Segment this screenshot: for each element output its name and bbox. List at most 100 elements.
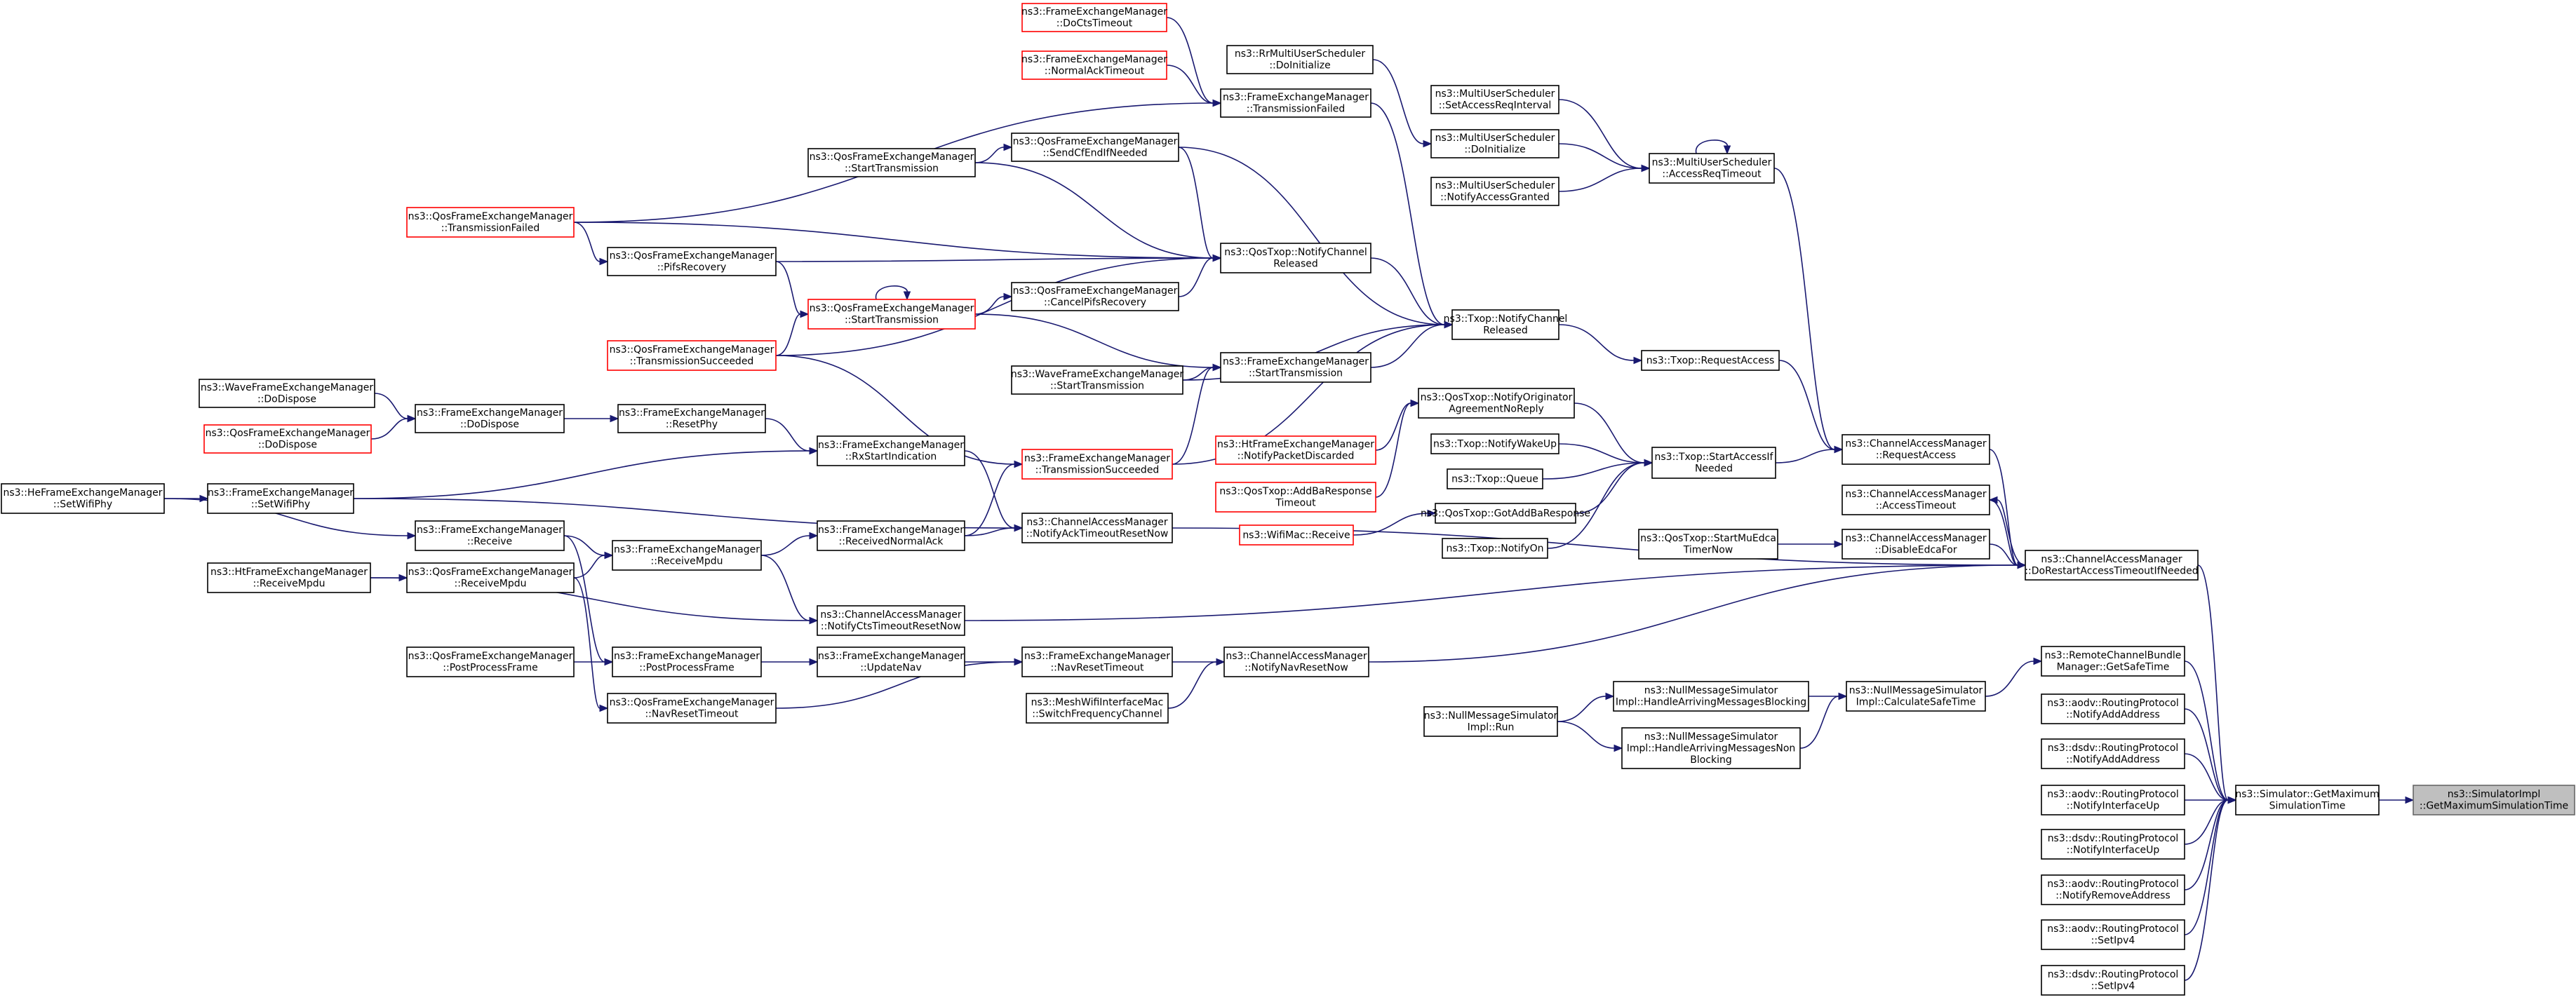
function-node-frec[interactable]: ns3::FrameExchangeManager::Receive: [415, 520, 565, 551]
function-node-twu[interactable]: ns3::Txop::NotifyWakeUp: [1430, 433, 1559, 454]
node-box[interactable]: [2235, 785, 2380, 815]
function-node-scfe[interactable]: ns3::QosFrameExchangeManager::SendCfEndI…: [1011, 133, 1179, 162]
function-node-cnnr[interactable]: ns3::ChannelAccessManager::NotifyNavRese…: [1223, 646, 1369, 677]
node-box[interactable]: [1220, 88, 1371, 118]
function-node-aodvu[interactable]: ns3::aodv::RoutingProtocol::NotifyInterf…: [2041, 785, 2185, 815]
node-box[interactable]: [406, 207, 575, 238]
function-node-hsp[interactable]: ns3::HeFrameExchangeManager::SetWifiPhy: [1, 483, 165, 514]
node-box[interactable]: [1442, 538, 1548, 559]
node-box[interactable]: [1223, 646, 1369, 677]
node-box[interactable]: [1220, 352, 1371, 383]
function-node-pifs[interactable]: ns3::QosFrameExchangeManager::PifsRecove…: [607, 247, 777, 276]
function-node-dc[interactable]: ns3::FrameExchangeManager::DoCtsTimeout: [1021, 3, 1167, 32]
function-node-qppf[interactable]: ns3::QosFrameExchangeManager::PostProces…: [406, 646, 575, 677]
function-node-nhnb[interactable]: ns3::NullMessageSimulatorImpl::HandleArr…: [1621, 727, 1801, 769]
function-node-msfc[interactable]: ns3::MeshWifiInterfaceMac::SwitchFrequen…: [1026, 693, 1169, 724]
function-node-tq[interactable]: ns3::Txop::Queue: [1447, 468, 1543, 489]
node-box[interactable]: [203, 424, 372, 454]
node-box[interactable]: [617, 404, 766, 433]
function-node-qdd[interactable]: ns3::QosFrameExchangeManager::DoDispose: [203, 424, 372, 454]
node-box[interactable]: [2025, 550, 2199, 581]
function-node-wdd[interactable]: ns3::WaveFrameExchangeManager::DoDispose: [199, 379, 375, 408]
function-node-qtf[interactable]: ns3::QosFrameExchangeManager::Transmissi…: [406, 207, 575, 238]
function-node-frna[interactable]: ns3::FrameExchangeManager::ReceivedNorma…: [817, 520, 965, 551]
function-node-sar[interactable]: ns3::MultiUserScheduler::SetAccessReqInt…: [1430, 85, 1559, 114]
function-node-cat[interactable]: ns3::ChannelAccessManager::AccessTimeout: [1842, 485, 1990, 515]
function-node-cdef[interactable]: ns3::ChannelAccessManager::DisableEdcaFo…: [1842, 529, 1990, 560]
function-node-frmp[interactable]: ns3::FrameExchangeManager::ReceiveMpdu: [612, 540, 762, 571]
function-node-frsi[interactable]: ns3::FrameExchangeManager::RxStartIndica…: [817, 435, 965, 466]
node-box[interactable]: [207, 483, 354, 514]
function-node-rr[interactable]: ns3::RrMultiUserScheduler::DoInitialize: [1226, 45, 1374, 74]
function-node-na[interactable]: ns3::FrameExchangeManager::NormalAckTime…: [1021, 50, 1167, 80]
node-box[interactable]: [1842, 434, 1990, 465]
node-box[interactable]: [1613, 681, 1809, 712]
function-node-qnrt[interactable]: ns3::QosFrameExchangeManager::NavResetTi…: [607, 693, 777, 724]
function-node-tno[interactable]: ns3::Txop::NotifyOn: [1442, 538, 1548, 559]
node-box[interactable]: [1239, 524, 1354, 546]
node-box[interactable]: [2041, 919, 2185, 950]
node-box[interactable]: [807, 148, 976, 177]
function-node-art[interactable]: ns3::MultiUserScheduler::AccessReqTimeou…: [1649, 153, 1775, 184]
node-box[interactable]: [607, 340, 777, 371]
node-box[interactable]: [1011, 133, 1179, 162]
node-box[interactable]: [415, 404, 565, 433]
function-node-nhb[interactable]: ns3::NullMessageSimulatorImpl::HandleArr…: [1613, 681, 1809, 712]
node-box[interactable]: [1842, 485, 1990, 515]
function-node-wmr[interactable]: ns3::WifiMac::Receive: [1239, 524, 1354, 546]
node-box[interactable]: [1846, 681, 1986, 712]
node-box[interactable]: [2041, 693, 2185, 724]
function-node-trq[interactable]: ns3::Txop::RequestAccess: [1641, 350, 1780, 371]
node-box[interactable]: [2041, 829, 2185, 860]
function-node-tf1[interactable]: ns3::FrameExchangeManager::TransmissionF…: [1220, 88, 1371, 118]
node-box[interactable]: [1842, 529, 1990, 560]
function-node-carq[interactable]: ns3::ChannelAccessManager::RequestAccess: [1842, 434, 1990, 465]
function-node-sigm[interactable]: ns3::SimulatorImpl::GetMaximumSimulation…: [2413, 785, 2575, 815]
node-box[interactable]: [1011, 282, 1179, 311]
node-box[interactable]: [1641, 350, 1780, 371]
node-box[interactable]: [1021, 513, 1173, 543]
node-box[interactable]: [1447, 468, 1543, 489]
node-box[interactable]: [1638, 529, 1778, 560]
function-node-qts[interactable]: ns3::QosFrameExchangeManager::Transmissi…: [607, 340, 777, 371]
node-box[interactable]: [1220, 243, 1371, 273]
node-box[interactable]: [406, 562, 575, 593]
node-box[interactable]: [1423, 706, 1558, 737]
function-node-fppf[interactable]: ns3::FrameExchangeManager::PostProcessFr…: [612, 646, 762, 677]
node-box[interactable]: [1435, 503, 1576, 524]
node-box[interactable]: [2041, 738, 2185, 769]
node-box[interactable]: [1021, 50, 1167, 80]
function-node-qrm[interactable]: ns3::QosFrameExchangeManager::ReceiveMpd…: [406, 562, 575, 593]
node-box[interactable]: [1651, 447, 1776, 479]
function-node-hnpd[interactable]: ns3::HtFrameExchangeManager::NotifyPacke…: [1215, 435, 1376, 465]
node-box[interactable]: [1011, 365, 1183, 395]
function-node-mudi[interactable]: ns3::MultiUserScheduler::DoInitialize: [1430, 129, 1559, 158]
node-box[interactable]: [1021, 3, 1167, 32]
node-box[interactable]: [817, 646, 965, 677]
node-box[interactable]: [612, 540, 762, 571]
function-node-catr[interactable]: ns3::ChannelAccessManager::NotifyAckTime…: [1021, 513, 1173, 543]
node-box[interactable]: [1430, 433, 1559, 454]
node-box[interactable]: [2041, 965, 2185, 996]
node-box[interactable]: [607, 693, 777, 724]
function-node-fun[interactable]: ns3::FrameExchangeManager::UpdateNav: [817, 646, 965, 677]
node-box[interactable]: [199, 379, 375, 408]
node-box[interactable]: [1430, 85, 1559, 114]
node-box[interactable]: [1649, 153, 1775, 184]
function-node-frp[interactable]: ns3::FrameExchangeManager::ResetPhy: [617, 404, 766, 433]
function-node-dsdvs[interactable]: ns3::dsdv::RoutingProtocol::SetIpv4: [2041, 965, 2185, 996]
function-node-sgmt[interactable]: ns3::Simulator::GetMaximumSimulationTime: [2235, 785, 2380, 815]
function-node-dsdvu[interactable]: ns3::dsdv::RoutingProtocol::NotifyInterf…: [2041, 829, 2185, 860]
node-box[interactable]: [1226, 45, 1374, 74]
function-node-aodva[interactable]: ns3::aodv::RoutingProtocol::NotifyAddAdd…: [2041, 693, 2185, 724]
function-node-fnrt[interactable]: ns3::FrameExchangeManager::NavResetTimeo…: [1021, 646, 1173, 677]
function-node-qst1[interactable]: ns3::QosFrameExchangeManager::StartTrans…: [807, 148, 976, 177]
node-box[interactable]: [817, 605, 965, 636]
node-box[interactable]: [1021, 646, 1173, 677]
node-box[interactable]: [1430, 129, 1559, 158]
